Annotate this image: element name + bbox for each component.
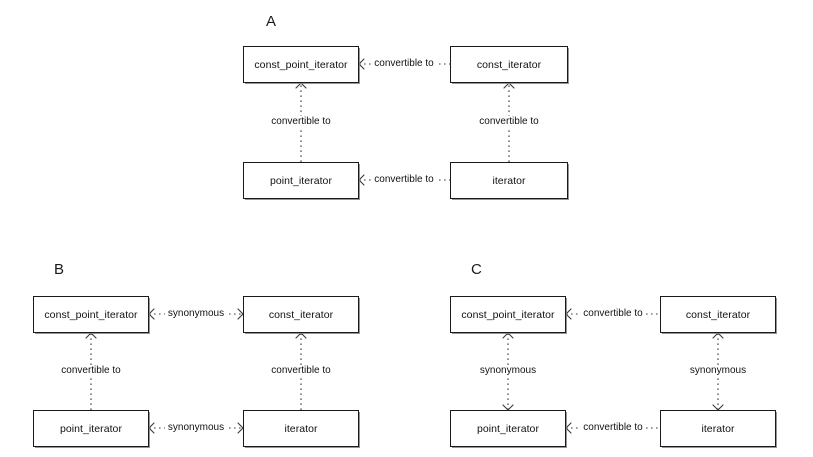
node-a-cpi: const_point_iterator (243, 46, 359, 83)
edge-label-const-point-iterator-to-const-iterator: convertible to (580, 308, 646, 320)
edge-label-point-iterator-to-iterator: convertible to (371, 174, 437, 186)
panel-letter-c: C (471, 261, 483, 278)
node-b-pi: point_iterator (33, 410, 149, 447)
node-c-pi: point_iterator (450, 410, 566, 447)
node-b-cpi: const_point_iterator (33, 296, 149, 333)
panel-letter-b: B (54, 261, 65, 278)
edge-label-iterator-to-const-iterator: convertible to (476, 116, 542, 128)
edge-label-const-point-iterator-to-const-iterator: convertible to (371, 58, 437, 70)
node-c-cpi: const_point_iterator (450, 296, 566, 333)
edge-label-point-iterator-to-const-point-iterator: convertible to (268, 116, 334, 128)
node-c-ci: const_iterator (660, 296, 776, 333)
edge-label-point-iterator-synonymous-const-point-iterator: synonymous (476, 365, 540, 377)
node-a-pi: point_iterator (243, 162, 359, 199)
edge-label-point-iterator-to-const-point-iterator: convertible to (58, 365, 124, 377)
panel-letter-a: A (266, 13, 277, 30)
edge-label-iterator-to-const-iterator: convertible to (268, 365, 334, 377)
edge-label-const-point-iterator-synonymous-const-iterator: synonymous (164, 308, 228, 320)
edge-label-point-iterator-to-iterator: convertible to (580, 422, 646, 434)
node-b-it: iterator (243, 410, 359, 447)
edge-label-iterator-synonymous-const-iterator: synonymous (686, 365, 750, 377)
node-a-it: iterator (450, 162, 568, 199)
node-a-ci: const_iterator (450, 46, 568, 83)
edge-label-point-iterator-synonymous-iterator: synonymous (164, 422, 228, 434)
node-c-it: iterator (660, 410, 776, 447)
node-b-ci: const_iterator (243, 296, 359, 333)
